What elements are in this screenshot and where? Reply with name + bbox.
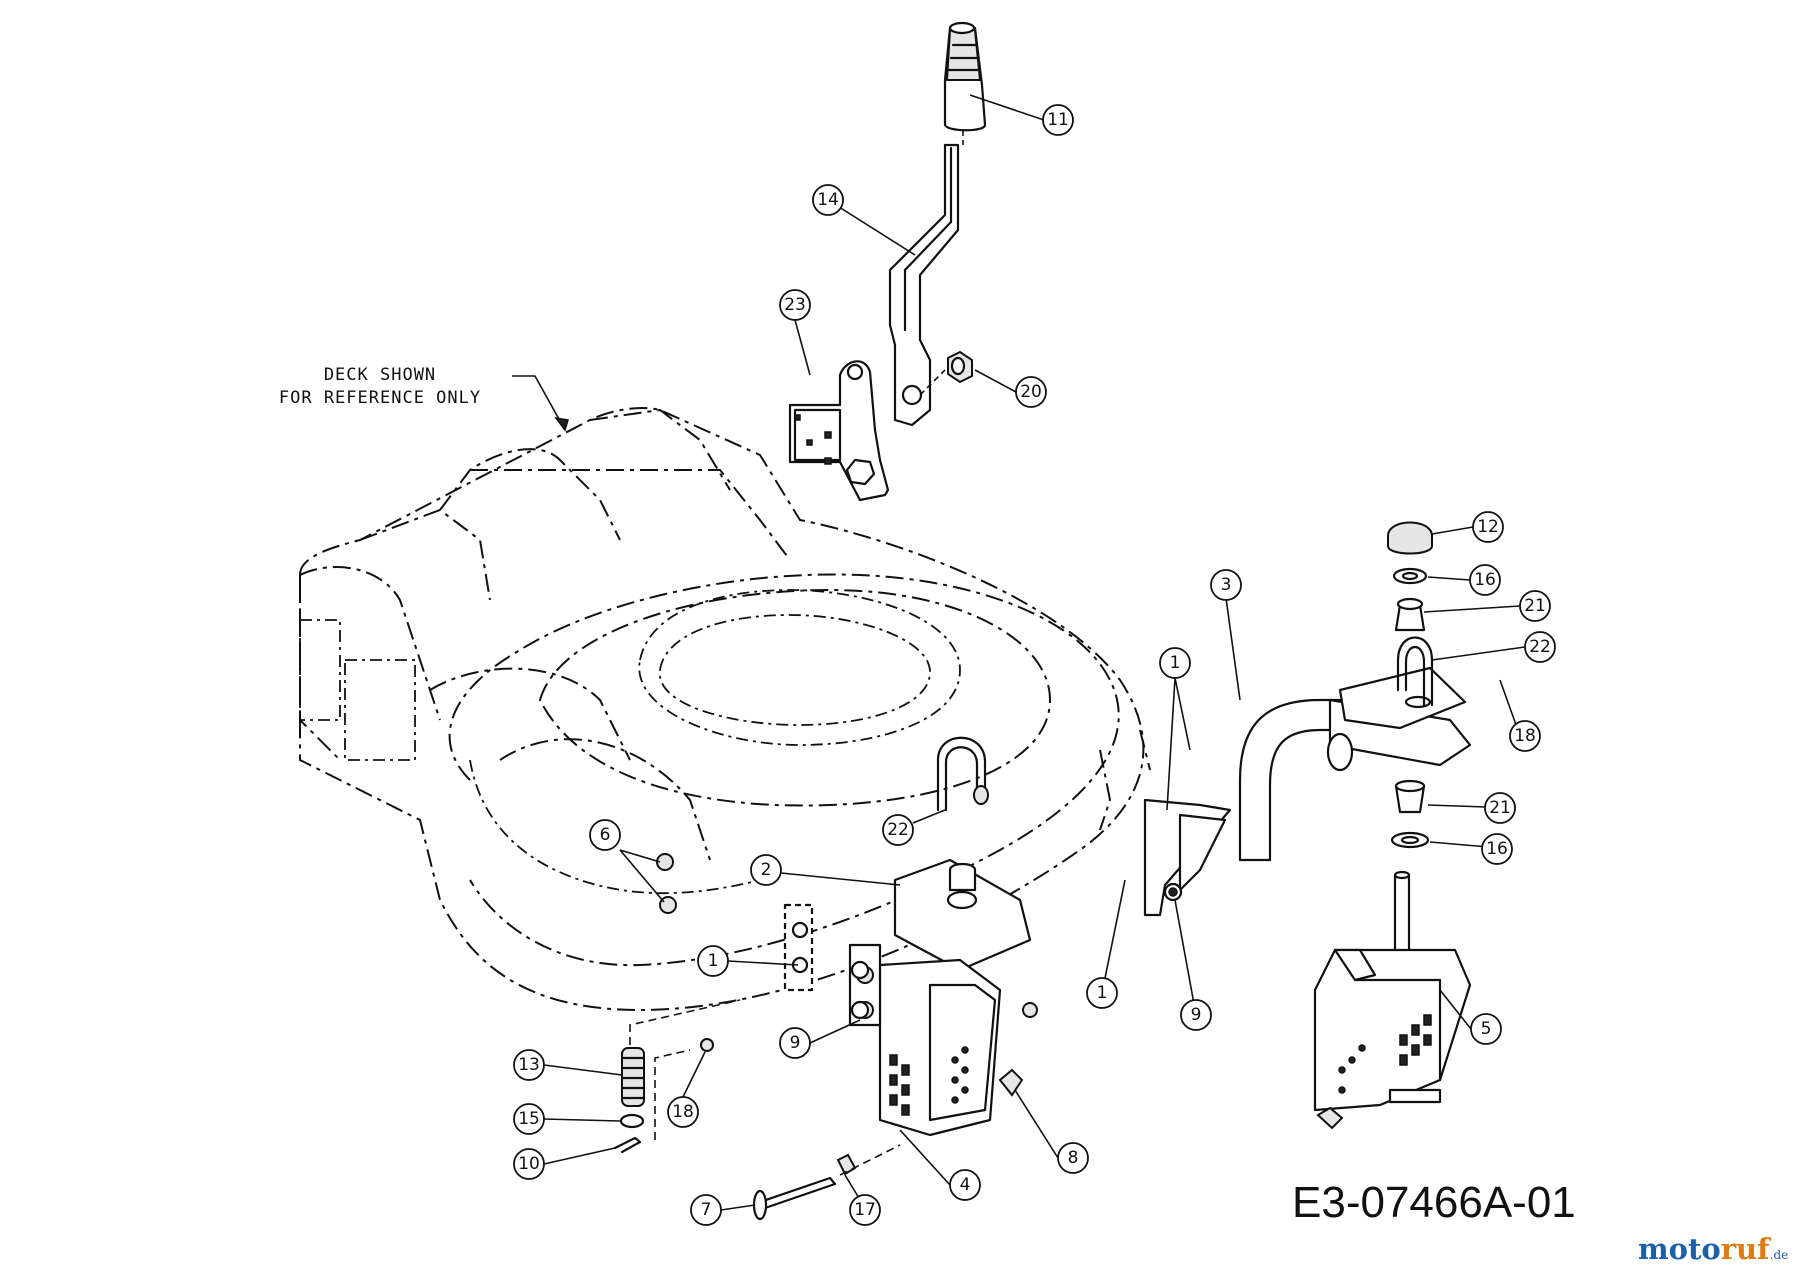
callout-21-bottom: 21 [1484,792,1516,824]
svg-text:6: 6 [600,825,611,845]
callout-1-axle: 1 [1159,647,1191,679]
callout-16-bottom: 16 [1481,833,1513,865]
callout-9-left: 9 [779,1027,811,1059]
callout-6: 6 [589,819,621,851]
bracket-holes-left [889,1046,969,1116]
callout-2: 2 [750,854,782,886]
callout-11: 11 [1042,104,1074,136]
svg-text:11: 11 [1047,110,1069,130]
callout-23: 23 [779,289,811,321]
reference-note-line2: FOR REFERENCE ONLY [278,388,482,408]
svg-text:8: 8 [1068,1148,1079,1168]
callout-10: 10 [513,1148,545,1180]
watermark-logo: motoruf.de [1638,1232,1789,1266]
svg-text:18: 18 [672,1102,694,1122]
callout-4: 4 [949,1169,981,1201]
callout-14: 14 [812,184,844,216]
callout-13: 13 [513,1049,545,1081]
callout-15: 15 [513,1103,545,1135]
callout-16-top: 16 [1469,564,1501,596]
reference-note-line1: DECK SHOWN [323,365,437,385]
svg-text:9: 9 [1191,1005,1202,1025]
svg-text:16: 16 [1474,570,1496,590]
height-spring-hardware [613,999,901,1221]
callout-18-left: 18 [667,1096,699,1128]
callout-1-left: 1 [697,945,729,977]
callout-5: 5 [1470,1013,1502,1045]
front-axle-assembly [1143,521,1472,1130]
callout-22-left: 22 [882,814,914,846]
svg-text:2: 2 [761,860,772,880]
svg-text:14: 14 [817,190,839,210]
svg-text:18: 18 [1514,726,1536,746]
svg-text:1: 1 [708,951,719,971]
callout-7: 7 [690,1194,722,1226]
svg-text:10: 10 [518,1154,540,1174]
svg-text:1: 1 [1170,653,1181,673]
callout-12: 12 [1472,511,1504,543]
svg-text:23: 23 [784,295,806,315]
svg-text:4: 4 [960,1175,971,1195]
callout-9-right: 9 [1180,999,1212,1031]
callout-18-right: 18 [1509,720,1541,752]
svg-text:13: 13 [518,1055,540,1075]
reference-note: DECK SHOWN FOR REFERENCE ONLY [250,364,510,410]
svg-text:21: 21 [1524,596,1546,616]
svg-text:22: 22 [1529,637,1551,657]
drawing-number: E3-07466A-01 [1292,1178,1576,1227]
front-left-bracket-assembly [656,736,1038,1137]
svg-text:5: 5 [1481,1019,1492,1039]
callouts: 11 14 23 20 12 16 21 3 22 18 1 21 16 22 … [513,104,1556,1226]
callout-21-top: 21 [1519,590,1551,622]
svg-text:9: 9 [790,1033,801,1053]
callout-3: 3 [1210,569,1242,601]
svg-text:22: 22 [887,820,909,840]
svg-text:16: 16 [1486,839,1508,859]
svg-text:17: 17 [854,1200,876,1220]
note-leader [512,375,566,431]
svg-text:21: 21 [1489,798,1511,818]
mower-deck [299,407,1151,1012]
svg-text:15: 15 [518,1109,540,1129]
callout-8: 8 [1057,1142,1089,1174]
svg-text:20: 20 [1020,382,1042,402]
callout-20: 20 [1015,376,1047,408]
svg-text:1: 1 [1097,983,1108,1003]
bracket-holes-right [1338,1014,1432,1094]
callout-1-center: 1 [1086,977,1118,1009]
callout-22-right: 22 [1524,631,1556,663]
svg-text:7: 7 [701,1200,712,1220]
shift-lever-assembly [788,21,987,502]
svg-text:12: 12 [1477,517,1499,537]
callout-17: 17 [849,1194,881,1226]
svg-text:3: 3 [1221,575,1232,595]
